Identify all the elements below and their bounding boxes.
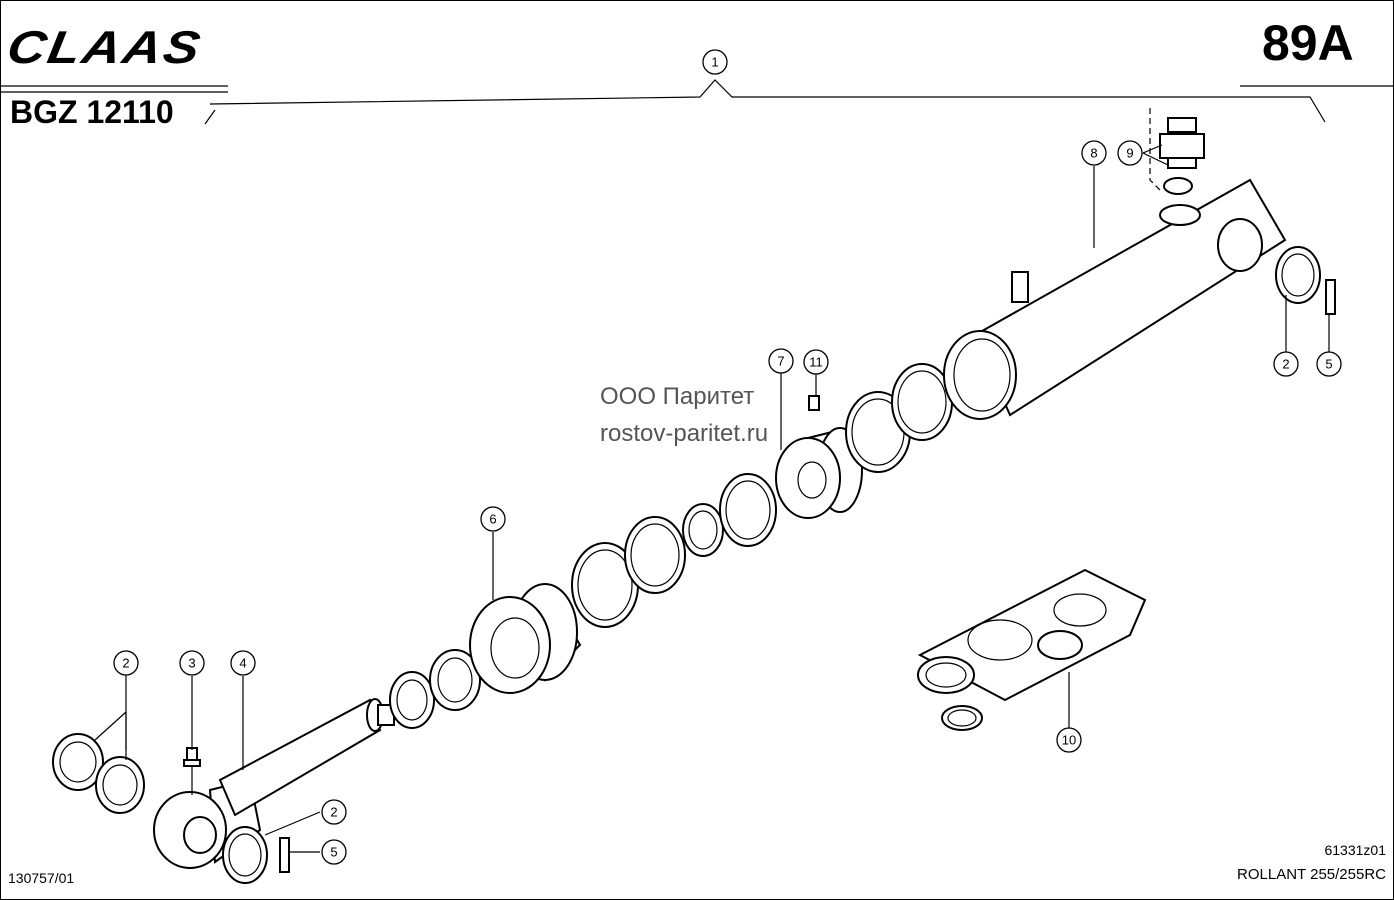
leader-lines [94,144,1330,853]
piston-rod-part [218,698,395,817]
ring-2-left-a-inner [59,741,97,783]
document-number: 130757/01 [8,870,75,886]
callout-5-bottom: 5 [321,839,347,865]
ring-right-b [891,363,953,441]
assembly-code: BGZ 12110 [10,94,174,130]
callout-7: 7 [768,348,794,374]
svg-text:2: 2 [330,805,337,820]
callout-8: 8 [1081,140,1107,166]
callout-2-right: 2 [1273,351,1299,377]
ring-2-bottom [222,826,268,884]
ring-2-right-inner [1281,253,1315,297]
seal-a-inner [396,679,428,721]
pin-5-bottom [279,837,290,873]
assembly-bracket [209,79,1326,123]
seal-b-inner [437,657,473,703]
ring-2-left-b-inner [102,764,138,806]
svg-text:5: 5 [330,845,337,860]
svg-text:5: 5 [1325,357,1332,372]
svg-text:9: 9 [1126,146,1133,161]
svg-text:1: 1 [711,55,718,70]
callout-9: 9 [1117,140,1143,166]
pin-5-right [1325,279,1336,315]
svg-text:3: 3 [188,656,195,671]
svg-text:7: 7 [777,354,784,369]
ring-mid-d-inner [725,480,771,540]
ring-right-b-inner [897,370,947,434]
callout-1: 1 [702,49,728,75]
svg-text:4: 4 [239,656,246,671]
page-number: 89A [1262,15,1354,71]
seal-kit-part [917,568,1147,731]
callout-6: 6 [480,506,506,532]
drawing-number: 61331z01 [1324,842,1386,858]
ring-mid-b [624,516,686,594]
svg-text:11: 11 [809,355,823,370]
grease-nipple-part [183,747,201,795]
ring-mid-d [719,473,777,547]
callout-5-right: 5 [1316,351,1342,377]
callout-4: 4 [230,650,256,676]
cylinder-tube-part [943,178,1287,420]
svg-text:10: 10 [1062,733,1076,748]
callout-11: 11 [803,349,829,375]
ring-mid-a-inner [577,549,633,621]
piston-part [775,427,863,519]
ring-mid-c-inner [688,510,718,550]
guide-bushing-part [469,583,582,694]
svg-text:6: 6 [489,512,496,527]
watermark-url: rostov-paritet.ru [600,420,769,447]
svg-text:8: 8 [1090,146,1097,161]
callout-10: 10 [1056,727,1082,753]
watermark-company: ООО Паритет [600,383,755,410]
ring-2-right [1275,246,1321,304]
code-slash [204,109,216,125]
ring-mid-b-inner [630,523,680,587]
screw-part [808,395,820,411]
ring-2-bottom-inner [228,833,262,877]
callout-3: 3 [179,650,205,676]
machine-model: ROLLANT 255/255RC [1237,866,1386,883]
fitting-part [1149,108,1205,195]
callout-2-bottom: 2 [321,799,347,825]
svg-text:2: 2 [1282,357,1289,372]
rod-eye-part [153,778,262,869]
svg-text:2: 2 [122,656,129,671]
callout-2-left: 2 [113,650,139,676]
